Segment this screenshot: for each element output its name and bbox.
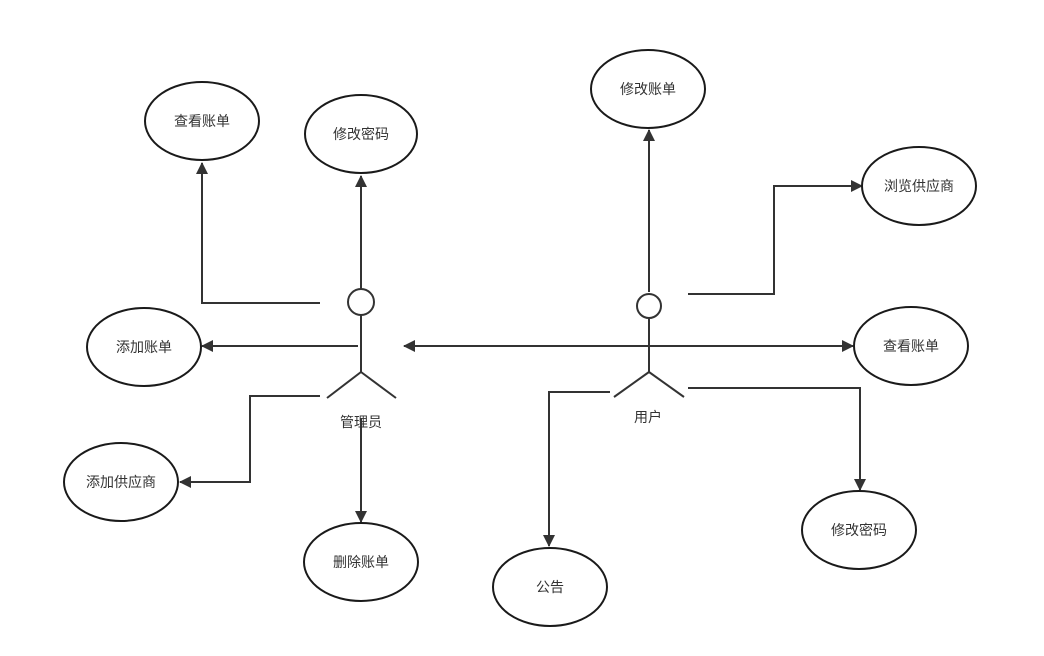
edge-browse-supplier [688, 180, 863, 295]
actor-admin-leg-left [326, 371, 362, 399]
actor-user-leg-right [648, 371, 685, 398]
usecase-admin-change-password-label: 修改密码 [333, 126, 389, 143]
usecase-user-view-bill-label: 查看账单 [883, 339, 939, 355]
usecase-admin-add-supplier: 添加供应商 [63, 442, 179, 522]
actor-user-leg-left [613, 371, 650, 398]
usecase-user-browse-supplier: 浏览供应商 [861, 146, 977, 226]
usecase-user-view-bill: 查看账单 [853, 306, 969, 386]
actor-admin-head [347, 288, 375, 316]
usecase-user-notice: 公告 [492, 547, 608, 627]
usecase-admin-change-password: 修改密码 [304, 94, 418, 174]
actor-user-head [636, 293, 662, 319]
usecase-user-browse-supplier-label: 浏览供应商 [884, 178, 954, 195]
usecase-admin-view-bill: 查看账单 [144, 81, 260, 161]
usecase-admin-delete-bill-label: 删除账单 [333, 555, 389, 571]
actor-user-label: 用户 [634, 409, 662, 426]
actor-admin: 管理员 [326, 288, 397, 431]
usecase-user-change-password: 修改密码 [801, 490, 917, 570]
edge-admin-view-bill [196, 162, 320, 304]
usecase-admin-add-supplier-label: 添加供应商 [86, 474, 156, 491]
usecase-admin-add-bill-label: 添加账单 [116, 340, 172, 356]
usecase-user-change-password-label: 修改密码 [831, 522, 887, 539]
usecase-user-change-bill: 修改账单 [590, 49, 706, 129]
edges [179, 129, 866, 547]
actor-admin-leg-right [360, 371, 397, 399]
usecase-user-notice-label: 公告 [536, 580, 564, 596]
usecase-user-change-bill-label: 修改账单 [620, 82, 676, 98]
usecase-admin-view-bill-label: 查看账单 [174, 114, 230, 130]
usecase-admin-delete-bill: 删除账单 [303, 522, 419, 602]
actor-user: 用户 [613, 293, 685, 426]
usecase-admin-add-bill: 添加账单 [86, 307, 202, 387]
edge-user-change-password [688, 387, 866, 491]
edge-notice [543, 391, 610, 547]
actor-admin-label: 管理员 [340, 415, 382, 431]
edge-add-supplier [179, 395, 320, 488]
